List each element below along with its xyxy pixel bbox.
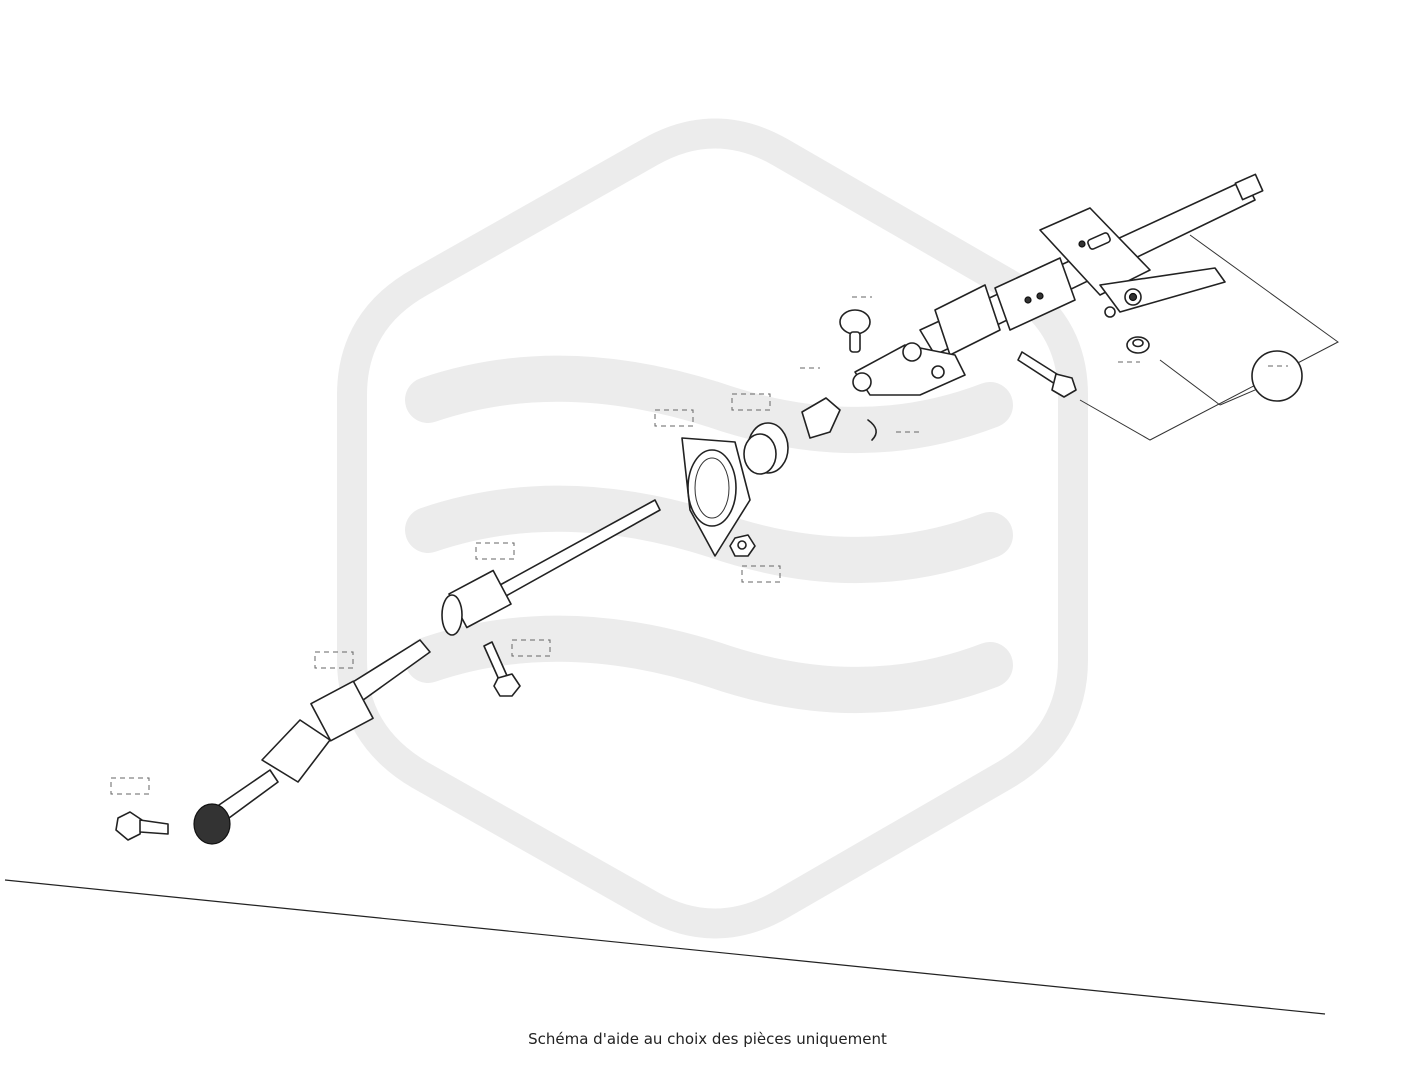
- upper-steering-column: [919, 173, 1264, 356]
- flange-plate: [681, 437, 751, 557]
- callout-6: [654, 409, 694, 427]
- hex-bolt: [115, 811, 169, 841]
- small-bolt: [483, 641, 521, 697]
- ground-line: [4, 879, 1326, 1015]
- intermediate-shaft: [441, 499, 661, 636]
- hex-nut: [729, 534, 756, 557]
- callout-3: [511, 639, 551, 657]
- callout-7: [731, 393, 771, 411]
- part-callouts: [110, 296, 1288, 795]
- callout-2: [314, 651, 354, 669]
- mushroom-pin: [839, 309, 871, 353]
- flange-nut: [1126, 336, 1150, 354]
- long-bolt: [1017, 351, 1077, 398]
- callout-1: [110, 777, 150, 795]
- lower-shaft: [193, 639, 431, 845]
- callout-4: [475, 542, 515, 560]
- disclaimer-caption: Schéma d'aide au choix des pièces unique…: [528, 1030, 887, 1048]
- ball-knob: [1251, 350, 1303, 402]
- callout-5: [741, 565, 781, 583]
- bushing: [743, 422, 789, 475]
- retaining-clip: [801, 397, 877, 441]
- universal-joint: [852, 342, 966, 396]
